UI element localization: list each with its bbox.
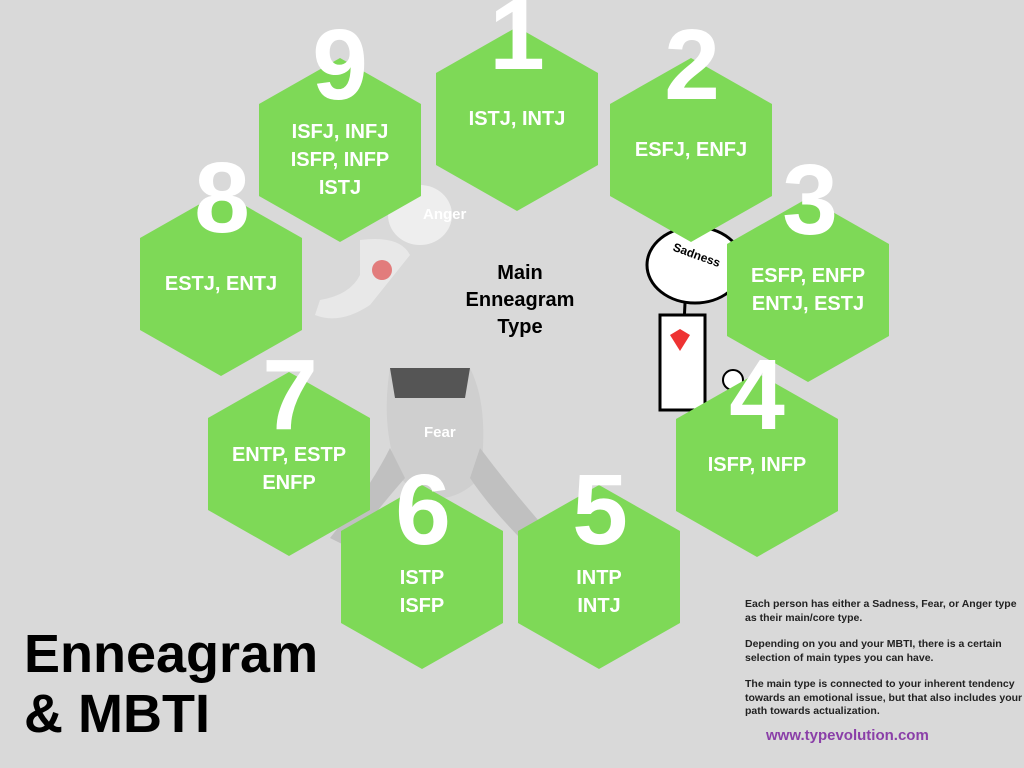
center-title: Main Enneagram Type	[465, 262, 575, 338]
type-2-number: 2	[664, 9, 720, 121]
description: Each person has either a Sadness, Fear, …	[745, 598, 1024, 732]
type-5-hexagon: INTP INTJ	[518, 485, 680, 669]
website-link[interactable]: www.typevolution.com	[766, 727, 929, 744]
description-paragraph: Each person has either a Sadness, Fear, …	[745, 598, 1017, 624]
description-paragraph: The main type is connected to your inher…	[745, 678, 1023, 717]
type-5-number: 5	[572, 454, 628, 566]
page-title: Enneagram & MBTI	[24, 624, 318, 744]
type-6-hexagon: ISTP ISFP	[341, 485, 503, 669]
sadness-figure	[645, 225, 745, 412]
anger-label: Anger	[423, 206, 467, 223]
title-line-1: Enneagram	[24, 624, 319, 684]
title-line-2: & MBTI	[24, 684, 210, 744]
type-4-number: 4	[729, 339, 785, 451]
type-1-number: 1	[489, 0, 545, 91]
type-9-number: 9	[312, 9, 368, 121]
type-6-number: 6	[395, 454, 451, 566]
description-paragraph: Depending on you and your MBTI, there is…	[745, 638, 1002, 664]
type-7-number: 7	[262, 339, 318, 451]
type-1-hexagon: ISTJ, INTJ	[436, 27, 598, 211]
fear-label: Fear	[424, 424, 456, 441]
type-8-number: 8	[194, 142, 250, 254]
type-3-number: 3	[782, 144, 838, 256]
